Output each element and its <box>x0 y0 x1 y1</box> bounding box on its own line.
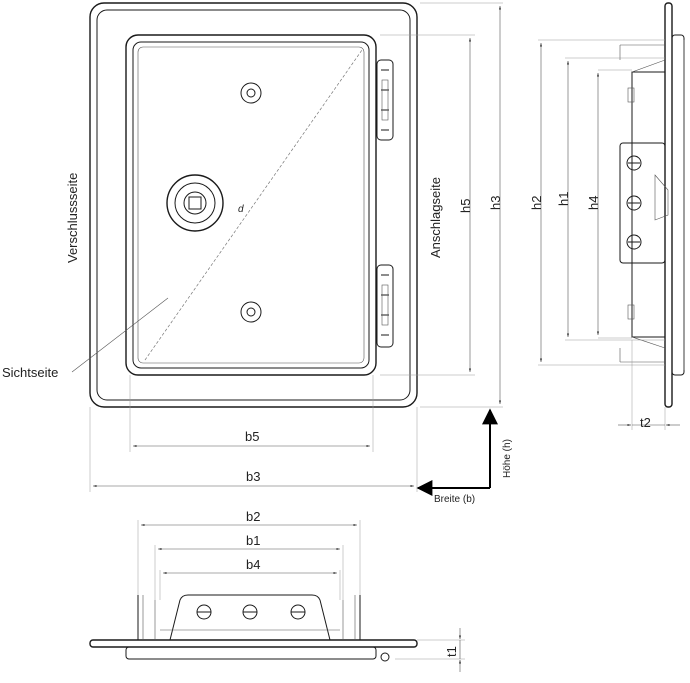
bottom-view <box>89 594 418 662</box>
bottom-lock-plate <box>169 594 331 641</box>
dim-t1: t1 <box>444 646 459 657</box>
lock-knob <box>166 174 224 232</box>
side-lock-plate <box>619 142 666 264</box>
viewing-side-leader <box>71 297 169 373</box>
dim-h3: h3 <box>488 196 503 210</box>
dim-b5: b5 <box>245 429 259 444</box>
hinge-top <box>376 59 394 141</box>
hinge-side-label: Anschlagseite <box>428 177 443 258</box>
dim-b2: b2 <box>246 509 260 524</box>
dim-t2: t2 <box>640 415 651 430</box>
dim-h2: h2 <box>529 196 544 210</box>
diameter-mark: d <box>238 204 244 215</box>
viewing-side-label: Sichtseite <box>2 365 58 380</box>
screw-top <box>240 82 262 104</box>
door-panel-inner-edge <box>132 41 370 369</box>
front-vertical-dimensions: h5 h3 <box>380 2 503 408</box>
dim-h1: h1 <box>556 192 571 206</box>
t2-dimension: t2 <box>618 340 680 430</box>
screw-bottom <box>240 301 262 323</box>
t1-dimension: t1 <box>395 628 465 672</box>
side-vertical-dimensions: h2 h1 h4 <box>529 39 665 366</box>
dim-b3: b3 <box>246 469 260 484</box>
front-horizontal-dimensions: b5 b3 <box>89 375 418 492</box>
axis-indicator: Höhe (h) Breite (b) <box>416 408 513 505</box>
front-view: d Verschlussseite Anschlagseite Sichtsei… <box>2 2 443 408</box>
dim-b1: b1 <box>246 533 260 548</box>
bottom-horizontal-dimensions: b2 b1 b4 <box>137 509 361 600</box>
outer-frame <box>89 2 418 408</box>
dim-b4: b4 <box>246 557 260 572</box>
dim-h5: h5 <box>458 199 473 213</box>
door-panel <box>125 34 377 376</box>
outer-frame-inner-edge <box>96 9 411 401</box>
dim-h4: h4 <box>586 196 601 210</box>
hinge-bottom <box>376 264 394 348</box>
side-view <box>619 2 685 408</box>
width-axis-label: Breite (b) <box>434 494 475 505</box>
height-axis-label: Höhe (h) <box>502 439 513 478</box>
closing-side-label: Verschlussseite <box>65 173 80 263</box>
diagonal-line <box>144 49 363 361</box>
